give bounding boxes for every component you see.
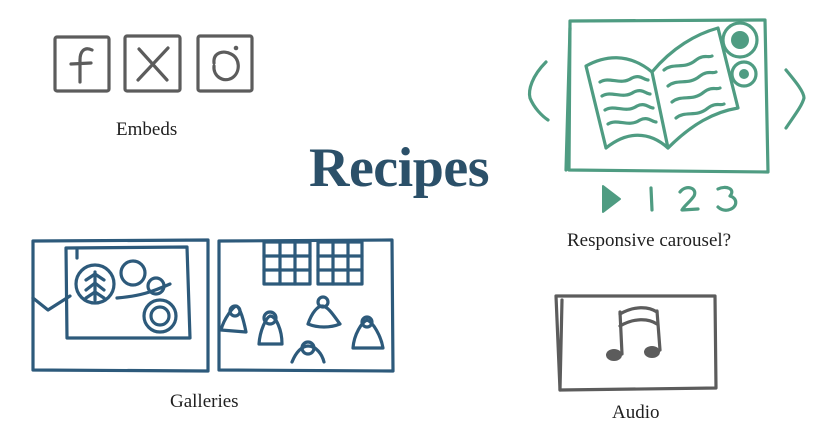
audio-label: Audio [612, 402, 660, 423]
embeds-label: Embeds [116, 119, 178, 140]
bowl-icon [119, 259, 147, 287]
page-title: Recipes [309, 137, 490, 199]
social-embed-icons [53, 34, 254, 93]
carousel-sketch [527, 18, 806, 213]
plate-icon [74, 263, 116, 305]
chevron-left-icon [527, 60, 550, 122]
play-icon [602, 185, 621, 213]
galleries-label: Galleries [170, 391, 239, 412]
gallery-sketch [31, 238, 395, 373]
chevron-right-icon [784, 68, 806, 130]
music-note-icon [606, 306, 662, 361]
carousel-label: Responsive carousel? [567, 230, 732, 251]
carousel-pagination [602, 185, 738, 213]
audio-sketch [554, 294, 718, 392]
coffee-cups [721, 21, 759, 88]
twitter-icon [123, 34, 182, 93]
spoon-icon [115, 282, 172, 300]
page-2 [678, 186, 700, 212]
people-icons [219, 295, 385, 364]
instagram-icon [196, 34, 254, 93]
facebook-icon [53, 35, 111, 93]
cup-icon [142, 298, 178, 334]
page-1 [649, 186, 654, 212]
open-book-icon [584, 26, 740, 150]
page-3 [716, 185, 738, 212]
window-grid [262, 240, 364, 286]
